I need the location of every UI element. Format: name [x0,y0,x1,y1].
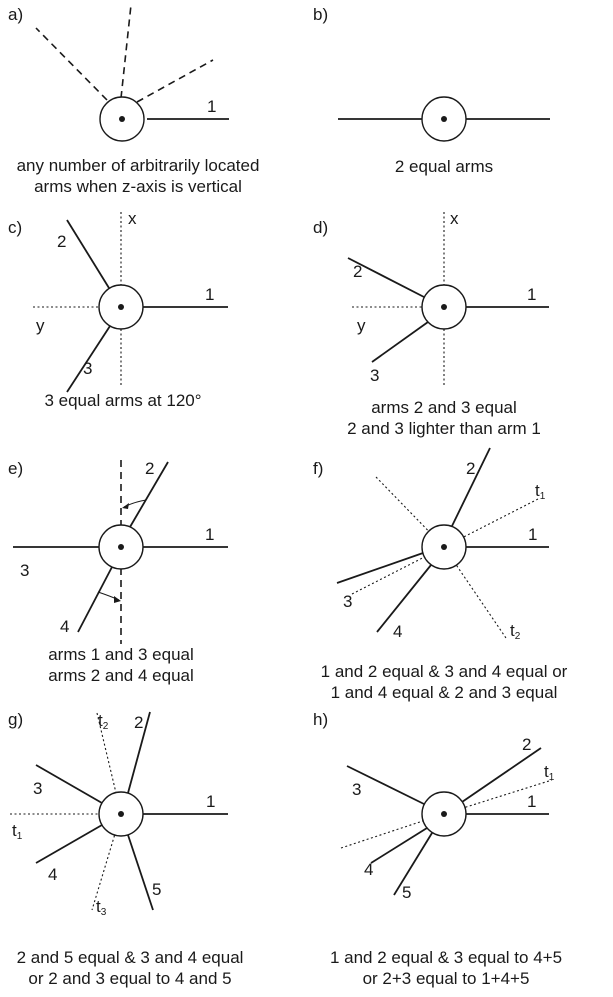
panel-h-caption-line-2: or 2+3 equal to 1+4+5 [363,969,530,988]
panel-g-t3-axis [91,813,122,911]
panel-b: b) 2 equal arms [313,5,550,176]
panel-c-x-label: x [128,209,137,228]
panel-b-axis-dot [441,116,447,122]
panel-h-arm-5-label: 5 [402,883,411,902]
panel-b-caption-line-1: 2 equal arms [395,157,493,176]
panel-g-arm-5 [127,834,154,911]
panel-d-letter: d) [313,218,328,237]
panel-a-arm-1-label: 1 [207,97,216,116]
panel-c-y-label: y [36,316,45,335]
panel-f-arm-4-label: 4 [393,622,402,641]
panel-d-caption-line-1: arms 2 and 3 equal [371,398,517,417]
panel-g-arm-1-label: 1 [206,792,215,811]
panel-h-letter: h) [313,710,328,729]
panel-c-arm-2-label: 2 [57,232,66,251]
panel-d-arm-2-label: 2 [353,262,362,281]
panel-f-t1-label: t1 [535,481,546,502]
panel-e-angle-arrowhead-lower [114,596,121,603]
panel-e-axis-dot [118,544,124,550]
panel-h-arm-3 [346,765,425,805]
panel-f-arm-3 [336,552,424,584]
panel-g-arm-3 [35,764,103,804]
panel-g-arm-5-label: 5 [152,880,161,899]
panel-h-arm-5 [393,832,433,896]
panel-a-caption-line-1: any number of arbitrarily located [17,156,260,175]
panel-f-arm-4 [376,564,432,633]
panel-e-arm-4 [77,566,113,633]
panel-e: e) 2 1 3 4 arms 1 and 3 equal arms 2 and… [8,459,228,685]
panel-h: h) 2 t1 1 3 4 5 1 and 2 equal & 3 equal … [313,710,562,988]
panel-d-caption-line-2: 2 and 3 lighter than arm 1 [347,419,541,438]
panel-d: d) x y 2 3 1 arms 2 and 3 equal 2 and 3 … [313,209,549,438]
panel-f-arm-3-label: 3 [343,592,352,611]
panel-h-arm-4 [370,827,428,864]
panel-a-axis-dot [119,116,125,122]
panel-c-arm-3 [66,325,111,393]
panel-g-t3-label: t3 [96,897,107,918]
panel-f-caption-line-1: 1 and 2 equal & 3 and 4 equal or [321,662,568,681]
panel-g-arm-4 [35,824,103,864]
panel-e-caption-line-2: arms 2 and 4 equal [48,666,194,685]
panel-g-arm-4-label: 4 [48,865,57,884]
panel-g-letter: g) [8,710,23,729]
panel-f-letter: f) [313,459,323,478]
panel-d-arm-2 [347,257,425,298]
panel-d-arm-3-label: 3 [370,366,379,385]
panel-c-axis-dot [118,304,124,310]
panel-d-x-label: x [450,209,459,228]
panel-b-letter: b) [313,5,328,24]
panel-f-arm-2-label: 2 [466,459,475,478]
panel-g-caption-line-2: or 2 and 3 equal to 4 and 5 [28,969,231,988]
panel-e-arm-2 [129,461,169,528]
panel-h-axis-dot [441,811,447,817]
panel-a: a) 1 any number of arbitrarily located a… [8,4,260,196]
panel-g-caption-line-1: 2 and 5 equal & 3 and 4 equal [17,948,244,967]
panel-f: f) 2 1 3 4 t1 t2 1 and 2 equal & 3 and 4… [313,447,568,702]
panel-h-arm-4-label: 4 [364,860,373,879]
panel-f-t2-label: t2 [510,621,521,642]
panel-d-arm-3 [371,321,429,363]
panel-c-arm-2 [66,219,110,289]
panel-c-arm-1-label: 1 [205,285,214,304]
panel-e-letter: e) [8,459,23,478]
panel-a-dashed-arm-right [136,59,214,103]
panel-g: g) 2 3 1 4 5 t2 t1 t3 2 and 5 equal & 3 … [8,710,243,988]
panel-f-arm-2 [451,447,491,527]
panel-a-dashed-arm-left [35,27,108,101]
panel-g-arm-2 [127,711,151,794]
panel-h-arm-2-label: 2 [522,735,531,754]
panel-g-t1-label: t1 [12,821,23,842]
panel-h-caption-line-1: 1 and 2 equal & 3 equal to 4+5 [330,948,562,967]
panel-d-axis-dot [441,304,447,310]
panel-c-arm-3-label: 3 [83,359,92,378]
panel-e-arm-1-label: 1 [205,525,214,544]
panel-a-caption-line-2: arms when z-axis is vertical [34,177,242,196]
panel-e-angle-arrowhead-upper [122,503,129,509]
panel-h-arm-1-label: 1 [527,792,536,811]
panel-f-arm-1-label: 1 [528,525,537,544]
panel-e-caption-line-1: arms 1 and 3 equal [48,645,194,664]
panel-g-arm-3-label: 3 [33,779,42,798]
panel-c: c) x y 2 3 1 3 equal arms at 120° [8,209,228,410]
panel-c-caption-line-1: 3 equal arms at 120° [44,391,201,410]
panel-h-arm-2 [461,747,542,803]
panel-d-arm-1-label: 1 [527,285,536,304]
panel-a-dashed-arm-up [120,4,132,99]
panel-g-t2-label: t2 [98,711,109,732]
panel-f-caption-line-2: 1 and 4 equal & 2 and 3 equal [331,683,558,702]
panel-g-arm-2-label: 2 [134,713,143,732]
panel-c-letter: c) [8,218,22,237]
panel-f-axis-dot [441,544,447,550]
panel-h-arm-3-label: 3 [352,780,361,799]
panel-e-arm-3-label: 3 [20,561,29,580]
panel-g-axis-dot [118,811,124,817]
panel-d-y-label: y [357,316,366,335]
panel-h-t1-label: t1 [544,762,555,783]
panel-a-letter: a) [8,5,23,24]
panel-e-arm-4-label: 4 [60,617,69,636]
panel-e-arm-2-label: 2 [145,459,154,478]
